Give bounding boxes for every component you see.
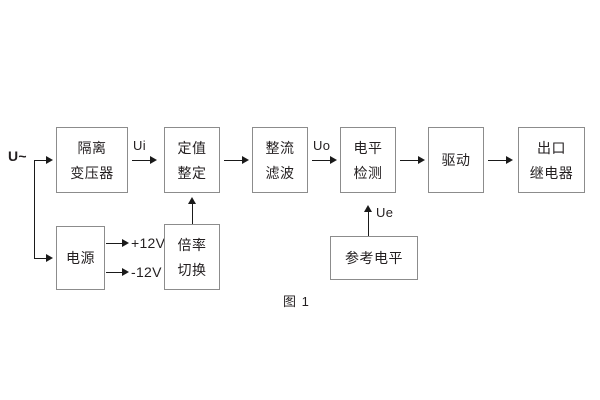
arrowhead-reference-to-level <box>364 205 372 212</box>
connector-power-minus12v <box>106 272 124 273</box>
block-power-supply-line1: 电源 <box>66 250 95 266</box>
block-setpoint-adjust[interactable]: 定值 整定 <box>164 127 220 193</box>
block-multiplier-switch-line2: 切换 <box>177 261 207 278</box>
arrowhead-transformer-to-setpoint <box>150 156 157 164</box>
arrowhead-rectify-to-level <box>330 156 337 164</box>
block-reference-level-line1: 参考电平 <box>345 250 403 266</box>
block-output-relay-line1: 出口 <box>537 139 566 156</box>
input-label-u-ac: U~ <box>8 148 27 164</box>
connector-input-to-power-h <box>34 258 48 259</box>
connector-drive-to-relay <box>488 160 508 161</box>
voltage-label-minus12v: -12V <box>131 264 162 280</box>
connector-reference-to-level <box>368 212 369 236</box>
voltage-label-plus12v: +12V <box>131 235 166 251</box>
block-multiplier-switch-line1: 倍率 <box>177 236 207 253</box>
arrowhead-drive-to-relay <box>506 156 513 164</box>
arrowhead-setpoint-to-rectify <box>242 156 249 164</box>
arrowhead-power-plus12v <box>122 239 129 247</box>
connector-rectify-to-level <box>312 160 332 161</box>
block-setpoint-adjust-line1: 定值 <box>177 139 207 156</box>
connector-input-to-transformer-h <box>34 160 48 161</box>
block-rectify-filter[interactable]: 整流 滤波 <box>252 127 308 193</box>
block-multiplier-switch[interactable]: 倍率 切换 <box>164 224 220 290</box>
connector-multiplier-to-setpoint <box>192 204 193 224</box>
connector-level-to-drive <box>400 160 420 161</box>
block-output-relay-line2: 继电器 <box>529 164 574 181</box>
connector-transformer-to-setpoint <box>132 160 152 161</box>
block-isolation-transformer[interactable]: 隔离 变压器 <box>56 127 128 193</box>
connector-setpoint-to-rectify <box>224 160 244 161</box>
block-rectify-filter-line2: 滤波 <box>265 164 295 181</box>
signal-label-ue: Ue <box>376 205 394 220</box>
block-drive[interactable]: 驱动 <box>428 127 484 193</box>
block-isolation-transformer-line2: 变压器 <box>70 164 114 181</box>
block-setpoint-adjust-line2: 整定 <box>177 164 207 181</box>
connector-power-plus12v <box>106 243 124 244</box>
arrowhead-power-minus12v <box>122 268 129 276</box>
signal-label-ui: Ui <box>133 138 146 153</box>
block-level-detect[interactable]: 电平 检测 <box>340 127 396 193</box>
arrowhead-input-to-power <box>46 254 53 262</box>
block-level-detect-line1: 电平 <box>353 139 383 156</box>
block-drive-line1: 驱动 <box>441 152 471 168</box>
arrowhead-level-to-drive <box>418 156 425 164</box>
block-rectify-filter-line1: 整流 <box>265 139 295 156</box>
block-isolation-transformer-line1: 隔离 <box>77 139 107 156</box>
connector-input-trunk-v <box>34 160 35 259</box>
block-output-relay[interactable]: 出口 继电器 <box>518 127 585 193</box>
block-power-supply[interactable]: 电源 <box>56 226 105 290</box>
block-reference-level[interactable]: 参考电平 <box>330 236 418 280</box>
arrowhead-multiplier-to-setpoint <box>188 197 196 204</box>
block-level-detect-line2: 检测 <box>353 164 383 181</box>
arrowhead-input-to-transformer <box>46 156 53 164</box>
signal-label-uo: Uo <box>313 138 331 153</box>
figure-caption: 图 1 <box>283 294 310 309</box>
